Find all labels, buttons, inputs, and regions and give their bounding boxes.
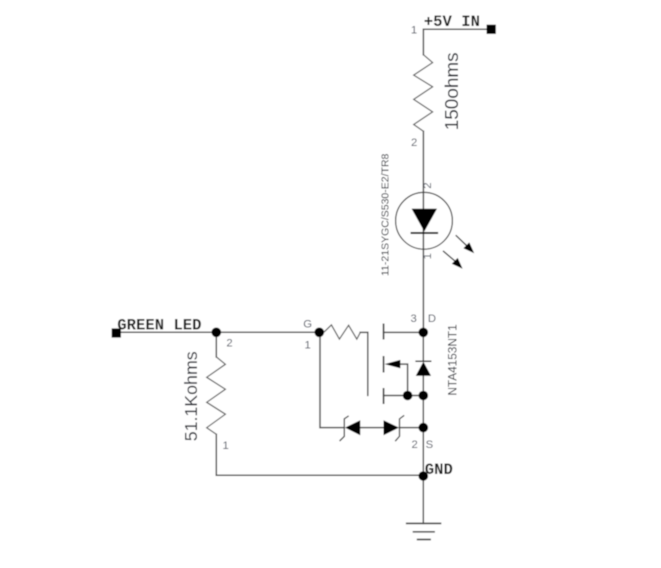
svg-text:2: 2 bbox=[226, 337, 232, 349]
svg-text:3: 3 bbox=[410, 313, 416, 325]
svg-text:1: 1 bbox=[411, 24, 417, 36]
svg-text:GREEN LED: GREEN LED bbox=[117, 317, 201, 335]
svg-text:+5V IN: +5V IN bbox=[424, 13, 480, 31]
svg-text:51.1Kohms: 51.1Kohms bbox=[181, 351, 201, 441]
svg-text:G: G bbox=[303, 319, 312, 331]
svg-text:1: 1 bbox=[422, 253, 434, 259]
svg-text:11-21SYGC/S530-E2/TR8: 11-21SYGC/S530-E2/TR8 bbox=[379, 153, 391, 276]
svg-text:2: 2 bbox=[411, 137, 417, 149]
svg-text:S: S bbox=[426, 439, 434, 451]
svg-text:GND: GND bbox=[425, 461, 453, 479]
svg-text:2: 2 bbox=[411, 439, 417, 451]
svg-text:1: 1 bbox=[305, 340, 311, 352]
svg-text:150ohms: 150ohms bbox=[442, 52, 463, 130]
svg-text:D: D bbox=[428, 313, 436, 325]
svg-text:1: 1 bbox=[222, 440, 228, 452]
svg-text:2: 2 bbox=[422, 183, 434, 189]
svg-text:NTA4153NT1: NTA4153NT1 bbox=[446, 324, 460, 395]
